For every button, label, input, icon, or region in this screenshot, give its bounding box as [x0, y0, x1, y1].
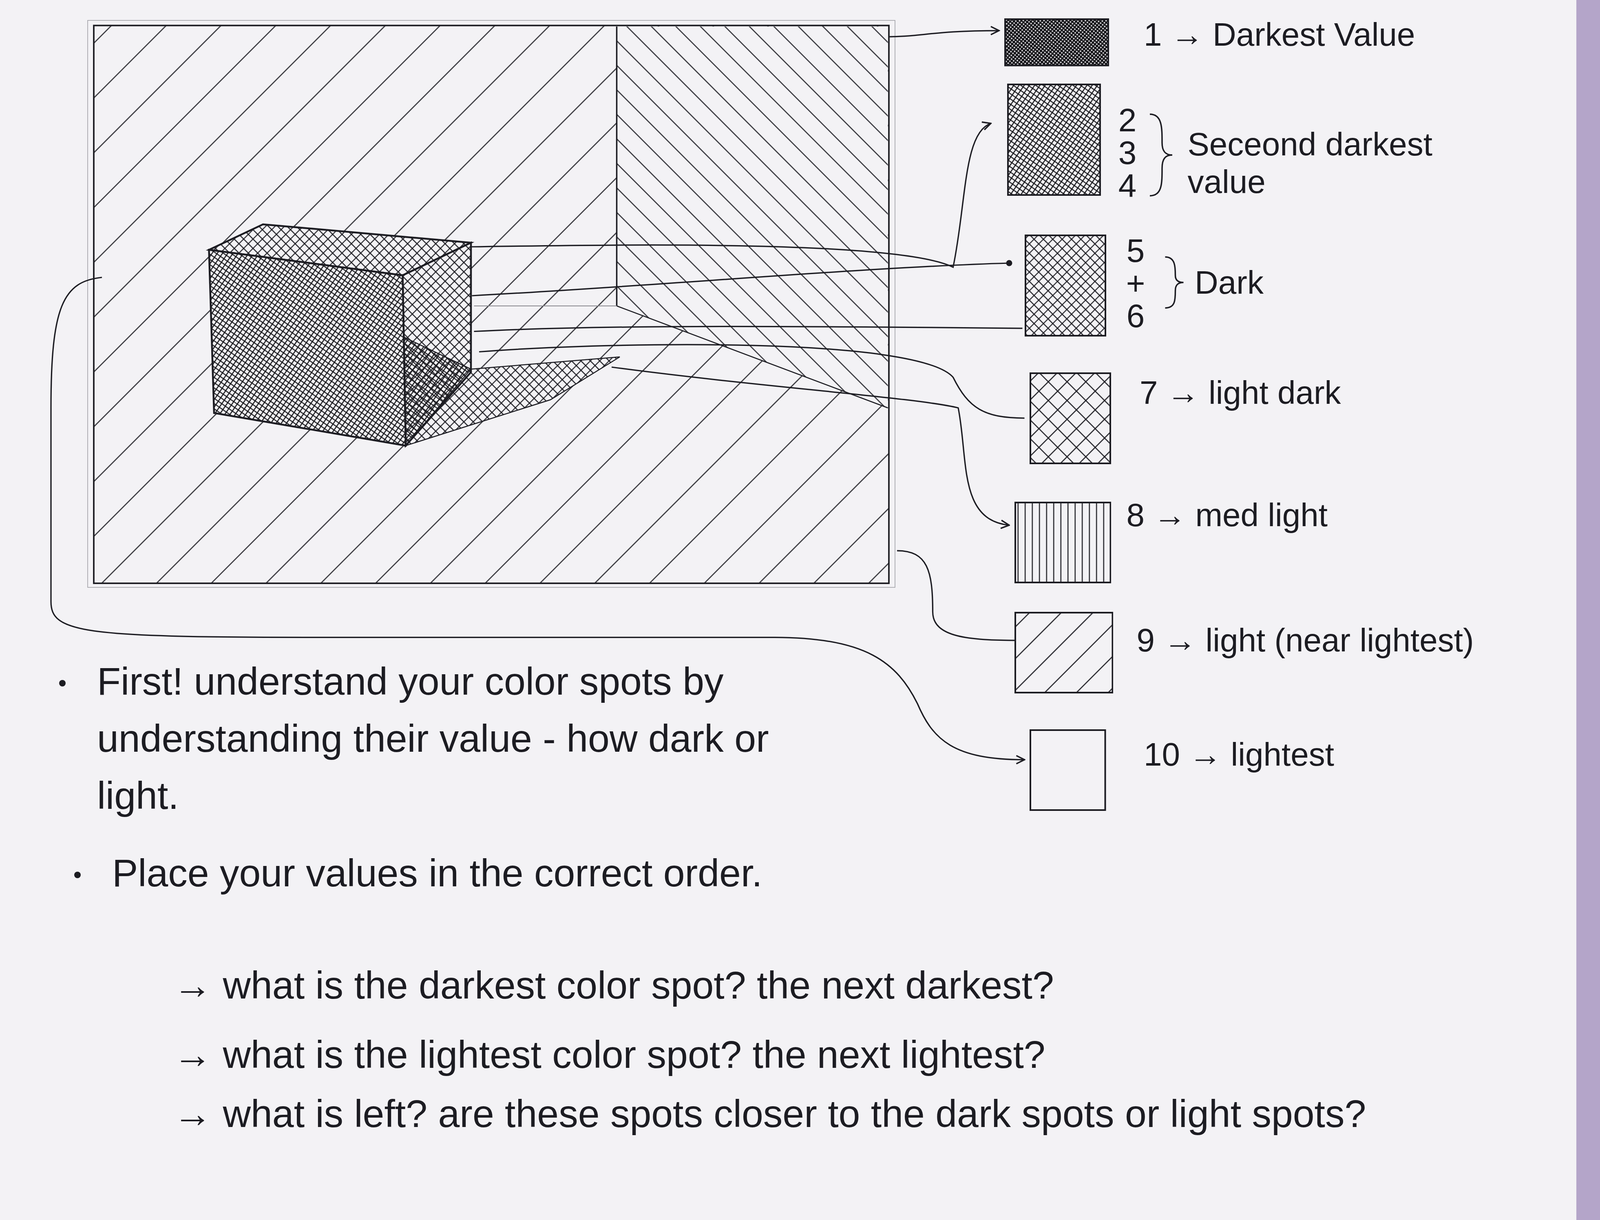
leader-lines [50, 30, 1025, 760]
value-label: 8 → med light [1126, 496, 1329, 534]
cube-side-shade [402, 336, 472, 446]
leader-line [472, 262, 1010, 296]
note-text: → what is left? are these spots closer t… [173, 1084, 1499, 1142]
cube-front [209, 249, 407, 446]
cube-side-ground [402, 242, 472, 446]
brace [1165, 256, 1184, 308]
swatch-ground [1005, 19, 1109, 66]
value-label: 7 → light dark [1139, 373, 1342, 412]
value-label: Seceond darkest value [1187, 125, 1494, 201]
room-sketch [50, 20, 1184, 760]
value-swatch: 9 → light (near lightest) [1014, 611, 1114, 694]
hatch-swatch [1024, 234, 1107, 337]
value-number: 5 + 6 [1119, 234, 1152, 333]
swatch-hatch [1030, 373, 1111, 464]
value-swatch: 10 → lightest [1029, 729, 1107, 811]
value-swatch: 1 → Darkest Value [1004, 18, 1110, 67]
floor-edge [474, 305, 617, 307]
swatch-hatch [1007, 84, 1101, 195]
table-edge [1576, 0, 1600, 1220]
value-label: 9 → light (near lightest) [1136, 621, 1475, 659]
value-label: 1 → Darkest Value [1143, 15, 1415, 54]
value-label: 10 → lightest [1143, 735, 1335, 774]
hatch-swatch [1004, 18, 1110, 67]
brace [1149, 114, 1173, 196]
note-text: → what is the darkest color spot? the ne… [173, 956, 1499, 1014]
swatch-hatch [1005, 19, 1109, 66]
hatch-swatch [1029, 372, 1112, 465]
leader-line [897, 550, 1020, 641]
leader-line [888, 30, 999, 37]
guide-frame [87, 20, 896, 588]
leader-dot [1006, 260, 1013, 267]
note-text: First! understand your color spots by un… [97, 652, 852, 824]
note-text: Place your values in the correct order. [112, 844, 785, 902]
bullet-group [59, 679, 81, 878]
value-swatch: 8 → med light [1014, 501, 1112, 584]
swatch-ground [1025, 235, 1106, 336]
swatch-ground [1015, 612, 1113, 693]
swatch-ground [1007, 84, 1101, 195]
note-text: → what is the lightest color spot? the n… [173, 1025, 1499, 1083]
bullet-dot [74, 871, 81, 878]
cube-front-ground [209, 249, 407, 446]
value-swatch: 2 3 4Seceond darkest value [1007, 83, 1101, 196]
leader-line [470, 123, 991, 268]
cube-side [402, 242, 472, 446]
bullet-dot [59, 679, 66, 687]
value-label: Dark [1194, 263, 1264, 302]
leader-line [479, 344, 1025, 418]
value-swatch: 7 → light dark [1029, 372, 1112, 465]
leader-line [611, 366, 1010, 526]
swatch-ground [1030, 373, 1111, 464]
value-number: 2 3 4 [1111, 103, 1144, 202]
hatch-swatch [1014, 501, 1112, 584]
wall-corner [616, 26, 618, 306]
swatch-ground [1030, 729, 1106, 810]
hatch-swatch [1029, 729, 1107, 811]
floor-edge [616, 305, 889, 408]
hatch-swatch [1007, 83, 1101, 196]
swatch-hatch [1030, 729, 1106, 810]
hatch-swatch [1014, 611, 1114, 694]
swatch-hatch [1015, 612, 1113, 693]
picture-frame [93, 25, 889, 584]
swatch-hatch [1025, 235, 1106, 336]
swatch-hatch [1015, 502, 1111, 583]
leader-line [474, 326, 1023, 332]
value-swatch: 5 + 6Dark [1024, 234, 1107, 337]
swatch-ground [1015, 502, 1111, 583]
